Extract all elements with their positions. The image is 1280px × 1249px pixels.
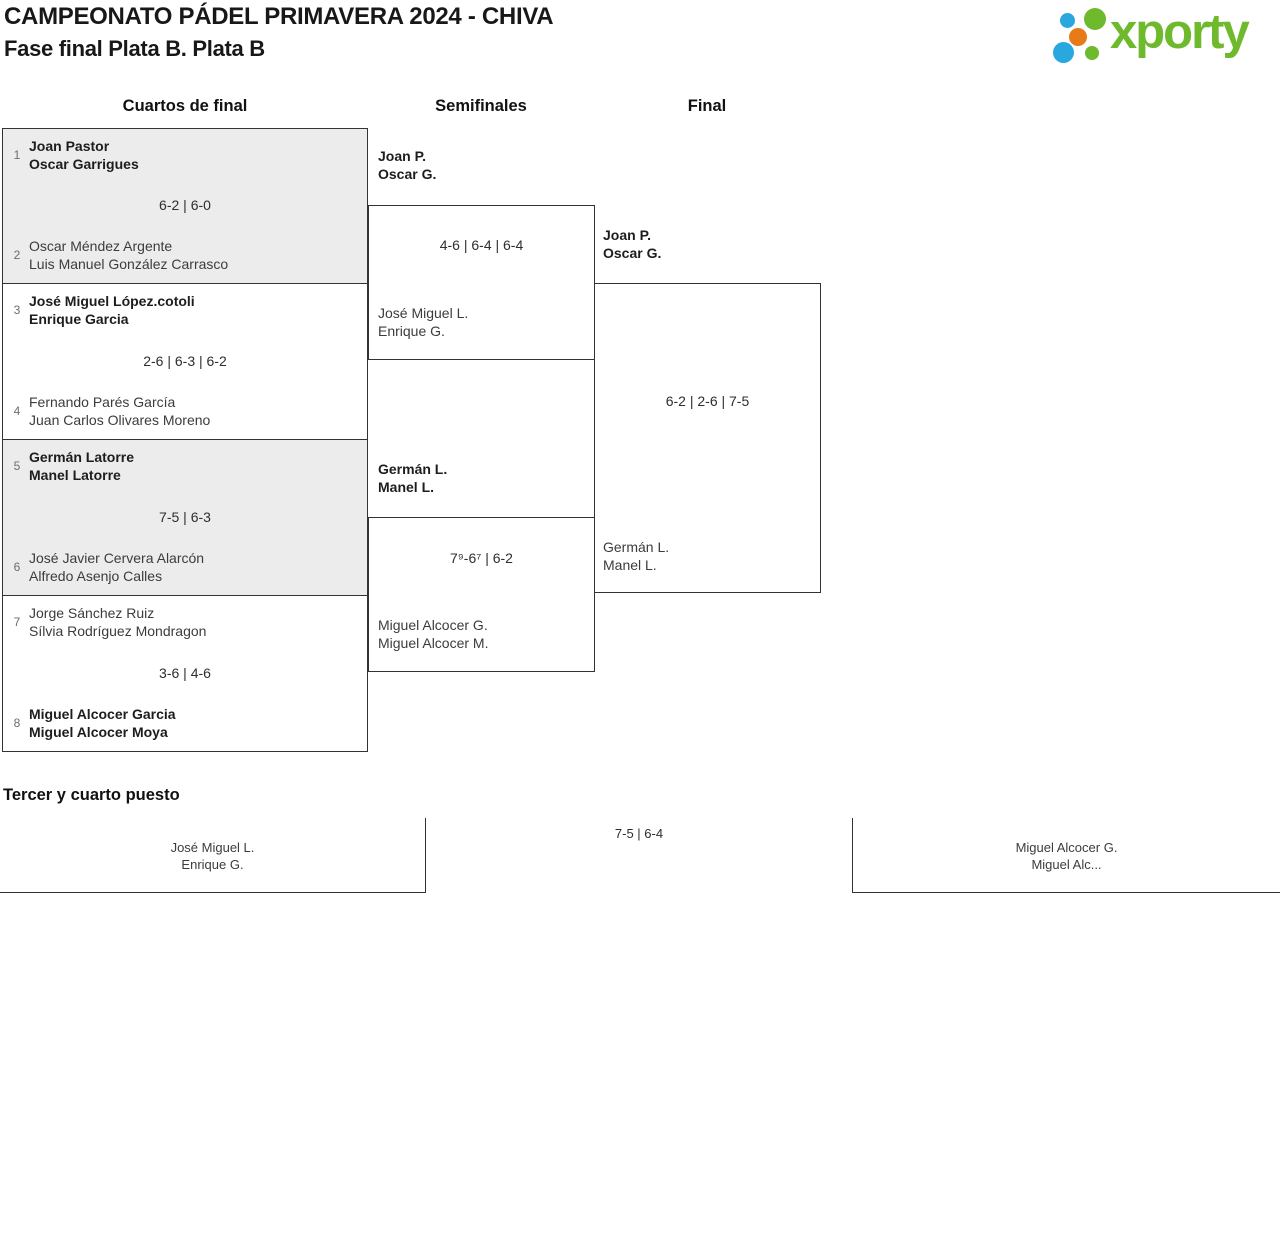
- player-name: Alfredo Asenjo Calles: [29, 568, 163, 584]
- team-pair: Fernando Parés García Juan Carlos Olivar…: [29, 393, 210, 429]
- player-name: Oscar G.: [378, 166, 437, 182]
- logo-dot-icon: [1084, 8, 1106, 30]
- team-pair: Jorge Sánchez Ruiz Sílvia Rodríguez Mond…: [29, 604, 206, 640]
- logo-wordmark: xporty: [1110, 5, 1250, 59]
- player-name: Germán Latorre: [29, 449, 135, 465]
- semifinal-match-2[interactable]: [368, 517, 595, 672]
- round-header-quarterfinals: Cuartos de final: [122, 97, 248, 115]
- player-name: José Miguel L.: [170, 840, 255, 855]
- player-name: Oscar G.: [603, 245, 662, 261]
- logo-dot-icon: [1085, 46, 1099, 60]
- seed-number: 4: [13, 404, 21, 418]
- xporty-logo[interactable]: xporty: [1045, 0, 1277, 75]
- team-row: 6 José Javier Cervera Alarcón Alfredo As…: [3, 549, 367, 585]
- page-title: CAMPEONATO PÁDEL PRIMAVERA 2024 - CHIVA: [4, 3, 554, 30]
- seed-number: 8: [13, 716, 21, 730]
- semifinal-match-1[interactable]: [368, 205, 595, 360]
- player-name: Joan Pastor: [29, 138, 110, 154]
- quarterfinal-match-2[interactable]: 3 José Miguel López.cotoli Enrique Garci…: [2, 283, 368, 440]
- quarterfinal-match-4[interactable]: 7 Jorge Sánchez Ruiz Sílvia Rodríguez Mo…: [2, 595, 368, 752]
- player-name: Fernando Parés García: [29, 394, 176, 410]
- logo-dot-icon: [1053, 42, 1074, 63]
- player-name: Miguel Alcocer M.: [378, 635, 489, 651]
- seed-number: 2: [13, 248, 21, 262]
- third-place-left-slot[interactable]: José Miguel L. Enrique G.: [0, 818, 426, 893]
- semifinal-2-winner: Germán L. Manel L.: [378, 460, 447, 496]
- seed-number: 3: [13, 303, 21, 317]
- player-name: José Miguel L.: [378, 305, 469, 321]
- team-row: 4 Fernando Parés García Juan Carlos Oliv…: [3, 393, 367, 429]
- player-name: Oscar Garrigues: [29, 156, 139, 172]
- player-name: Manel Latorre: [29, 467, 121, 483]
- player-name: Enrique G.: [378, 323, 445, 339]
- quarterfinal-match-1[interactable]: 1 Joan Pastor Oscar Garrigues 6-2 | 6-0 …: [2, 128, 368, 284]
- semifinal-2-loser: Miguel Alcocer G. Miguel Alcocer M.: [378, 616, 488, 652]
- player-name: Miguel Alcocer G.: [378, 617, 488, 633]
- third-place-right-slot[interactable]: Miguel Alcocer G. Miguel Alc...: [852, 818, 1280, 893]
- match-score: 4-6 | 6-4 | 6-4: [439, 237, 524, 253]
- team-pair: Germán Latorre Manel Latorre: [29, 448, 134, 484]
- team-row: 5 Germán Latorre Manel Latorre: [3, 448, 367, 484]
- team-row: 2 Oscar Méndez Argente Luis Manuel Gonzá…: [3, 237, 367, 273]
- match-score: 6-2 | 2-6 | 7-5: [665, 393, 750, 409]
- round-header-semifinals: Semifinales: [435, 97, 527, 115]
- team-pair: Miguel Alcocer Garcia Miguel Alcocer Moy…: [29, 705, 176, 741]
- player-name: José Miguel López.cotoli: [29, 293, 195, 309]
- final-match[interactable]: [594, 283, 821, 593]
- player-name: Germán L.: [603, 539, 670, 555]
- page-subtitle: Fase final Plata B. Plata B: [4, 36, 265, 61]
- player-name: Joan P.: [378, 148, 426, 164]
- player-name: Enrique Garcia: [29, 311, 129, 327]
- player-name: Luis Manuel González Carrasco: [29, 256, 229, 272]
- player-name: Juan Carlos Olivares Moreno: [29, 412, 211, 428]
- round-header-final: Final: [687, 97, 727, 115]
- final-team-bottom: Germán L. Manel L.: [603, 538, 669, 574]
- team-row: 8 Miguel Alcocer Garcia Miguel Alcocer M…: [3, 705, 367, 741]
- player-name: Miguel Alcocer G.: [1015, 840, 1118, 855]
- match-score: 2-6 | 6-3 | 6-2: [143, 352, 227, 369]
- match-score: 7-5 | 6-3: [159, 508, 211, 525]
- team-pair: José Miguel L. Enrique G.: [0, 818, 425, 873]
- logo-dot-icon: [1060, 13, 1075, 28]
- match-score: 7⁹-6⁷ | 6-2: [450, 550, 513, 566]
- team-pair: Oscar Méndez Argente Luis Manuel Gonzále…: [29, 237, 228, 273]
- final-team-top: Joan P. Oscar G.: [603, 226, 661, 262]
- seed-number: 7: [13, 615, 21, 629]
- player-name: Jorge Sánchez Ruiz: [29, 605, 155, 621]
- third-place-score: 7-5 | 6-4: [614, 826, 664, 841]
- player-name: Enrique G.: [181, 857, 244, 872]
- team-row: 7 Jorge Sánchez Ruiz Sílvia Rodríguez Mo…: [3, 604, 367, 640]
- logo-dot-icon: [1069, 28, 1087, 46]
- player-name: Manel L.: [603, 557, 657, 573]
- team-row: 3 José Miguel López.cotoli Enrique Garci…: [3, 292, 367, 328]
- match-score: 3-6 | 4-6: [159, 664, 211, 681]
- player-name: Germán L.: [378, 461, 448, 477]
- team-pair: José Miguel López.cotoli Enrique Garcia: [29, 292, 195, 328]
- player-name: Miguel Alcocer Garcia: [29, 706, 176, 722]
- third-place-heading: Tercer y cuarto puesto: [3, 786, 180, 804]
- player-name: Miguel Alcocer Moya: [29, 724, 168, 740]
- player-name: Sílvia Rodríguez Mondragon: [29, 623, 207, 639]
- team-pair: Miguel Alcocer G. Miguel Alc...: [853, 818, 1280, 873]
- match-score: 6-2 | 6-0: [159, 197, 211, 213]
- seed-number: 6: [13, 560, 21, 574]
- seed-number: 1: [13, 148, 21, 162]
- player-name: Oscar Méndez Argente: [29, 238, 173, 254]
- semifinal-1-winner: Joan P. Oscar G.: [378, 147, 436, 183]
- player-name: Joan P.: [603, 227, 651, 243]
- seed-number: 5: [13, 459, 21, 473]
- semifinal-1-loser: José Miguel L. Enrique G.: [378, 304, 468, 340]
- player-name: José Javier Cervera Alarcón: [29, 550, 205, 566]
- player-name: Manel L.: [378, 479, 435, 495]
- team-row: 1 Joan Pastor Oscar Garrigues: [3, 137, 367, 173]
- player-name: Miguel Alc...: [1031, 857, 1102, 872]
- quarterfinal-match-3[interactable]: 5 Germán Latorre Manel Latorre 7-5 | 6-3…: [2, 439, 368, 596]
- team-pair: Joan Pastor Oscar Garrigues: [29, 137, 139, 173]
- team-pair: José Javier Cervera Alarcón Alfredo Asen…: [29, 549, 204, 585]
